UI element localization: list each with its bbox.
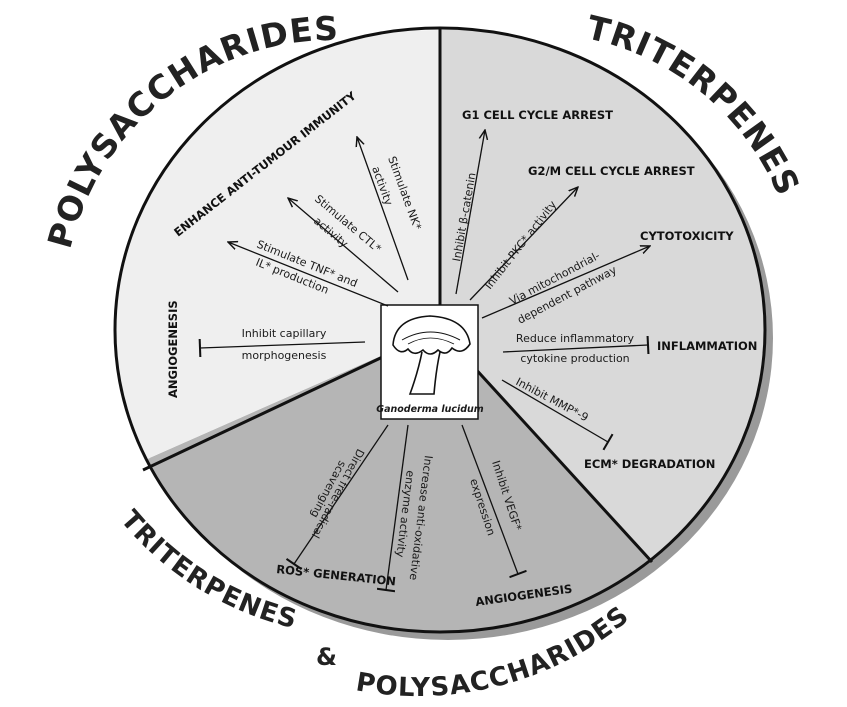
heading-cytotoxicity: CYTOTOXICITY [640, 229, 734, 243]
inhibit-inflammation [502, 335, 650, 355]
center-box: Ganoderma lucidum [376, 304, 484, 420]
heading-inflammation: INFLAMMATION [657, 339, 757, 353]
label-inflam-1: Reduce inflammatory [516, 332, 635, 345]
label-capillary-1: Inhibit capillary [242, 327, 327, 340]
arrow-cytotoxicity [481, 246, 650, 319]
inhibit-capillary [198, 338, 366, 358]
label-inflam-2: cytokine production [520, 352, 629, 365]
heading-g1-arrest: G1 CELL CYCLE ARREST [462, 108, 613, 122]
sector-triterpenes [440, 30, 765, 600]
heading-ecm-degradation: ECM* DEGRADATION [584, 457, 715, 471]
mushroom-icon [392, 315, 471, 395]
center-label: Ganoderma lucidum [376, 404, 484, 415]
heading-g2m-arrest: G2/M CELL CYCLE ARREST [528, 164, 695, 178]
inhibit-scavenging [285, 424, 389, 570]
arrow-ctl [288, 198, 399, 293]
arrow-g1 [455, 130, 485, 295]
arrow-nk [357, 137, 409, 281]
inhibit-mmp9 [501, 379, 614, 451]
heading-angiogenesis-left: ANGIOGENESIS [166, 300, 180, 398]
inhibit-vegf [461, 424, 527, 579]
arrow-g2m [469, 187, 578, 301]
title-ampersand: & [316, 643, 337, 671]
label-capillary-2: morphogenesis [242, 349, 327, 362]
inhibit-enzyme [376, 424, 409, 593]
arrow-tnf [228, 242, 389, 307]
